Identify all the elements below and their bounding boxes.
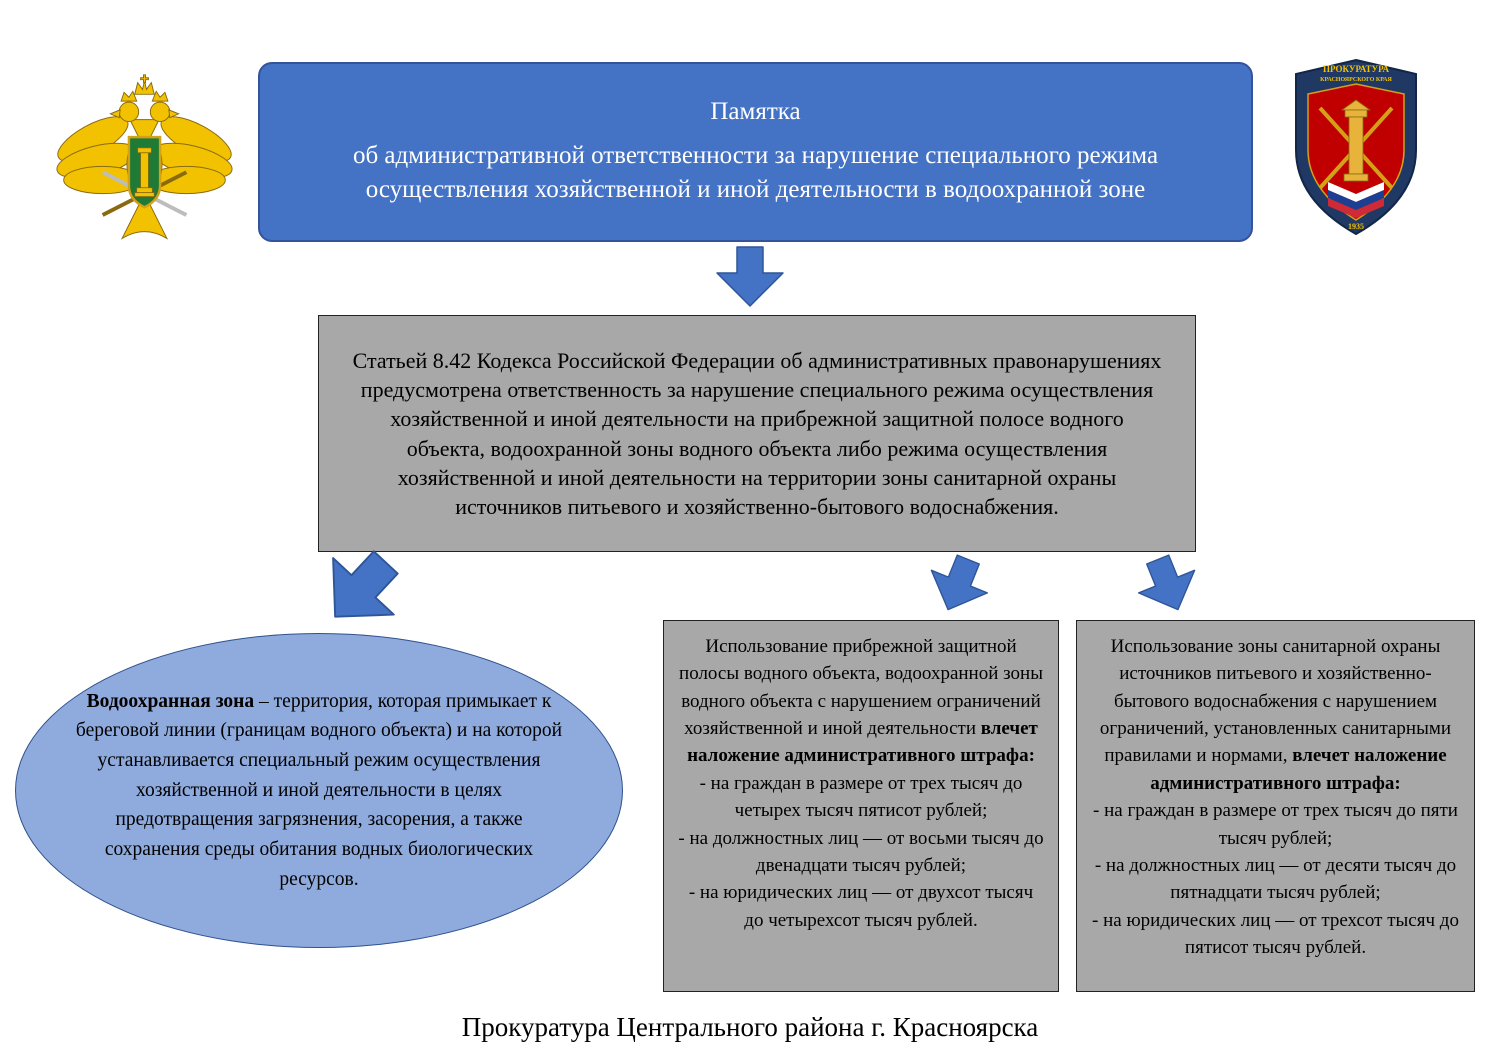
penalty-sanitary-item: - на граждан в размере от трех тысяч до … — [1093, 800, 1458, 849]
eagle-left-wing-icon — [56, 116, 143, 195]
down-arrow-main-icon — [714, 246, 786, 308]
penalty-coastal-item: - на граждан в размере от трех тысяч до … — [699, 772, 1023, 822]
eagle-shield-icon — [127, 135, 162, 209]
krasnoyarsk-prosecutor-shield-emblem-icon: ПРОКУРАТУРА КРАСНОЯРСКОГО КРАЯ 1935 — [1295, 58, 1417, 236]
column-of-law-icon — [1340, 99, 1372, 182]
footer-org-name: Прокуратура Центрального района г. Красн… — [461, 1012, 1039, 1042]
eagle-heads-icon — [109, 74, 180, 140]
penalty-box-sanitary: Использование зоны санитарной охраны ист… — [1076, 620, 1475, 992]
penalty-coastal-intro: Использование прибрежной защитной полосы… — [678, 633, 1044, 770]
emblem-region-text: КРАСНОЯРСКОГО КРАЯ — [1320, 77, 1392, 83]
penalty-sanitary-intro: Использование зоны санитарной охраны ист… — [1091, 633, 1460, 797]
emblem-title-text: ПРОКУРАТУРА — [1323, 64, 1389, 74]
penalty-coastal-item: - на юридических лиц — от двухсот тысяч … — [688, 882, 1034, 931]
law-article-box: Статьей 8.42 Кодекса Российской Федераци… — [318, 315, 1196, 552]
russian-flag-chevron-icon — [1328, 182, 1384, 218]
definition-term: Водоохранная зона — [86, 690, 255, 712]
prosecutor-eagle-emblem-icon — [56, 74, 233, 240]
penalty-coastal-intro-bold: влечет наложение административного штраф… — [687, 718, 1038, 767]
header-banner: Памятка об административной ответственно… — [258, 62, 1253, 242]
down-left-arrow-icon — [301, 531, 420, 650]
penalty-coastal-item: - на должностных лиц — от восьми тысяч д… — [678, 827, 1044, 876]
emblem-year-text: 1935 — [1348, 222, 1364, 231]
law-article-text: Статьей 8.42 Кодекса Российской Федераци… — [352, 347, 1162, 519]
eagle-tail-icon — [120, 192, 169, 240]
penalty-sanitary-intro-bold: влечет наложение административного штраф… — [1150, 745, 1447, 794]
down-right-arrow-icon — [1127, 546, 1208, 624]
definition-text: Водоохранная зона – территория, которая … — [68, 687, 570, 894]
penalty-box-coastal: Использование прибрежной защитной полосы… — [663, 620, 1059, 992]
penalty-coastal-intro-text: Использование прибрежной защитной полосы… — [679, 636, 1043, 740]
definition-ellipse: Водоохранная зона – территория, которая … — [15, 633, 623, 948]
down-arrow-middle-icon — [917, 546, 998, 624]
penalty-sanitary-item: - на должностных лиц — от десяти тысяч д… — [1094, 854, 1457, 904]
penalty-sanitary-item: - на юридических лиц — от трехсот тысяч … — [1092, 909, 1459, 958]
eagle-right-wing-icon — [146, 116, 233, 195]
page-title: Памятка — [710, 98, 801, 125]
penalty-sanitary-intro-text: Использование зоны санитарной охраны ист… — [1099, 636, 1452, 767]
page-subtitle: об административной ответственности за н… — [352, 142, 1159, 203]
definition-rest: – территория, которая примыкает к берего… — [75, 690, 563, 890]
